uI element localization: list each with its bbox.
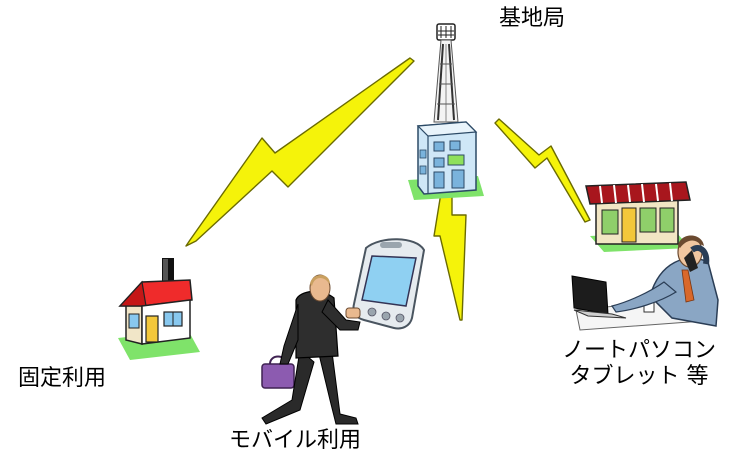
mobile-use-label: モバイル利用 [229, 428, 362, 453]
lightning-bolt-to-shop [494, 118, 591, 223]
fixed-use-label: 固定利用 [18, 366, 107, 391]
office-worker-notebook-icon [571, 235, 719, 331]
notebook-label-line1: ノートパソコン [562, 338, 717, 363]
notebook-label-line2: タブレット 等 [569, 364, 709, 390]
pda-device-icon [345, 238, 426, 330]
notebook-tablet-label: ノートパソコン タブレット 等 [562, 338, 716, 391]
house-icon [118, 258, 200, 360]
shop-icon [585, 181, 691, 252]
base-station-label: 基地局 [499, 6, 566, 31]
base-station-icon [408, 23, 484, 200]
walking-businessman-icon [261, 274, 361, 425]
lightning-bolt-to-house [185, 57, 415, 247]
